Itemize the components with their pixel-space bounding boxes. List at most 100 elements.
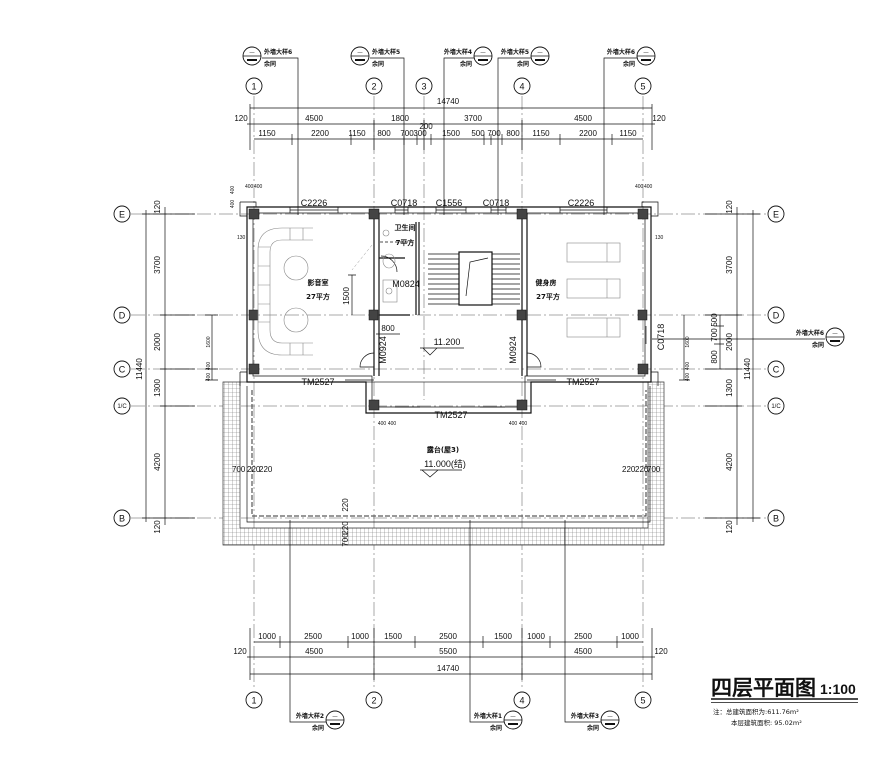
callout-note: 余同 <box>459 60 472 68</box>
callout-dash: — <box>608 714 613 720</box>
dim-right-small: 1600 <box>685 336 691 347</box>
right-dimensions: 120 3700 2000 1300 4200 120 11440 500 70… <box>679 200 760 534</box>
dim-bottom: 1000 <box>351 632 369 641</box>
bath-room-name: 卫生间 <box>395 223 416 232</box>
detail-callout: — 外墙大样5 余同 <box>500 46 550 68</box>
drawing-title: 四层平面图 <box>711 676 816 700</box>
dim-top: 1150 <box>532 129 550 138</box>
dim-top-total: 14740 <box>437 97 460 106</box>
dim-terrace: 220 <box>341 498 350 512</box>
dim-terrace: 220 <box>635 465 649 474</box>
dim-bottom: 4500 <box>574 647 592 656</box>
axis-4-bottom: 4 <box>519 696 524 706</box>
dim-top: 120 <box>652 114 666 123</box>
dim-bottom: 1000 <box>527 632 545 641</box>
theater-sofa <box>257 227 313 356</box>
door-m0924-right: M0924 <box>508 336 518 364</box>
dim-1500: 1500 <box>342 287 351 305</box>
dim-right: 2000 <box>725 333 734 351</box>
bottom-dimensions: 1000 2500 1000 1500 2500 1500 1000 2500 … <box>233 628 668 680</box>
detail-callout: — 外墙大样4 余同 <box>443 46 493 68</box>
callout-label: 外墙大样6 <box>606 48 635 56</box>
note-floor-area: 本层建筑面积: 95.02m² <box>731 718 802 727</box>
callout-note: 余同 <box>489 724 502 732</box>
top-dimensions: 14740 120 4500 1800 3700 4500 120 200 11… <box>234 97 666 150</box>
dim-left-small: 400 <box>206 373 212 382</box>
axis-E-left: E <box>119 210 125 220</box>
dim-left: 3700 <box>153 256 162 274</box>
dim-right: 120 <box>725 520 734 534</box>
dim-bottom: 120 <box>233 647 247 656</box>
dim-small: 400 <box>519 421 528 427</box>
window-c1556: C1556 <box>436 198 463 208</box>
callout-label: 外墙大样2 <box>295 712 324 720</box>
theater-room-name: 影音室 <box>308 278 329 287</box>
axis-C-right: C <box>773 365 780 375</box>
dim-terrace: 220 <box>247 465 261 474</box>
building-walls <box>239 201 659 414</box>
dim-left-small: 400 <box>230 186 236 195</box>
axis-E-right: E <box>773 210 779 220</box>
callout-dash: — <box>481 50 486 56</box>
dim-top: 700 <box>400 129 414 138</box>
theater-room-area: 27平方 <box>306 292 330 301</box>
dim-right: 1300 <box>725 379 734 397</box>
dim-bottom: 120 <box>654 647 668 656</box>
opening-labels: C2226 C2226 C0718 C0718 C1556 C0718 M082… <box>237 184 666 427</box>
detail-callout: — 外墙大样3 余同 <box>570 710 620 732</box>
window-c2226-right: C2226 <box>568 198 595 208</box>
dim-terrace: 220 <box>341 521 350 535</box>
callout-note: 余同 <box>811 341 824 349</box>
dim-bottom-total: 14740 <box>437 664 460 673</box>
dim-small: 400 <box>635 184 644 190</box>
dim-800: 800 <box>381 324 395 333</box>
dim-small: 400 <box>644 184 653 190</box>
dim-small: 130 <box>655 235 664 241</box>
dim-top: 200 <box>419 122 433 131</box>
axis-C-left: C <box>119 365 126 375</box>
callout-note: 余同 <box>516 60 529 68</box>
door-m0924-left: M0924 <box>378 336 388 364</box>
dim-top: 1500 <box>442 129 460 138</box>
terrace: 700 220 220 220 220 700 220 220 700 露台(屋… <box>222 381 665 547</box>
callout-note: 余同 <box>586 724 599 732</box>
title-block: 四层平面图 1:100 注：总建筑面积为:611.76m² 本层建筑面积: 95… <box>711 676 858 727</box>
dim-top: 1150 <box>258 129 276 138</box>
callout-note: 余同 <box>371 60 384 68</box>
callout-note: 余同 <box>263 60 276 68</box>
dim-right-total: 11440 <box>743 358 752 380</box>
axis-5-top: 5 <box>640 82 645 92</box>
callout-label: 外墙大样3 <box>570 712 599 720</box>
axis-2-top: 2 <box>371 82 376 92</box>
note-total-area: 注：总建筑面积为:611.76m² <box>713 707 799 716</box>
stairs <box>428 251 520 306</box>
detail-callout: — 外墙大样1 余同 <box>473 710 523 732</box>
window-c0718-side: C0718 <box>656 324 666 351</box>
detail-callout: — 外墙大样6 余同 <box>242 46 292 68</box>
gym-room-name: 健身房 <box>536 278 557 287</box>
drawing-scale: 1:100 <box>820 681 856 697</box>
terrace-name: 露台(屋3) <box>427 445 459 454</box>
dim-left-small: 400 <box>206 362 212 371</box>
axis-4-top: 4 <box>519 82 524 92</box>
dim-right-small: 700 <box>710 328 719 342</box>
door-tm2527-center: TM2527 <box>434 410 467 420</box>
dim-small: 400 <box>254 184 263 190</box>
dim-left-small: 1600 <box>206 336 212 347</box>
dim-bottom: 4500 <box>305 647 323 656</box>
gym-room-area: 27平方 <box>536 292 560 301</box>
detail-callout: — 外墙大样2 余同 <box>295 710 345 732</box>
detail-callouts-top: — 外墙大样6 余同 — 外墙大样5 余同 — 外墙大样4 余同 — 外墙大样5… <box>242 46 656 215</box>
callout-dash: — <box>538 50 543 56</box>
door-tm2527-right: TM2527 <box>566 377 599 387</box>
dim-small: 400 <box>245 184 254 190</box>
axis-B-right: B <box>773 514 779 524</box>
callout-label: 外墙大样6 <box>795 329 824 337</box>
axis-5-bottom: 5 <box>640 696 645 706</box>
dim-right: 120 <box>725 200 734 214</box>
dim-left: 2000 <box>153 333 162 351</box>
dim-top: 120 <box>234 114 248 123</box>
dim-terrace: 220 <box>622 465 636 474</box>
callout-dash: — <box>511 714 516 720</box>
detail-callout: — 外墙大样5 余同 <box>350 46 400 68</box>
